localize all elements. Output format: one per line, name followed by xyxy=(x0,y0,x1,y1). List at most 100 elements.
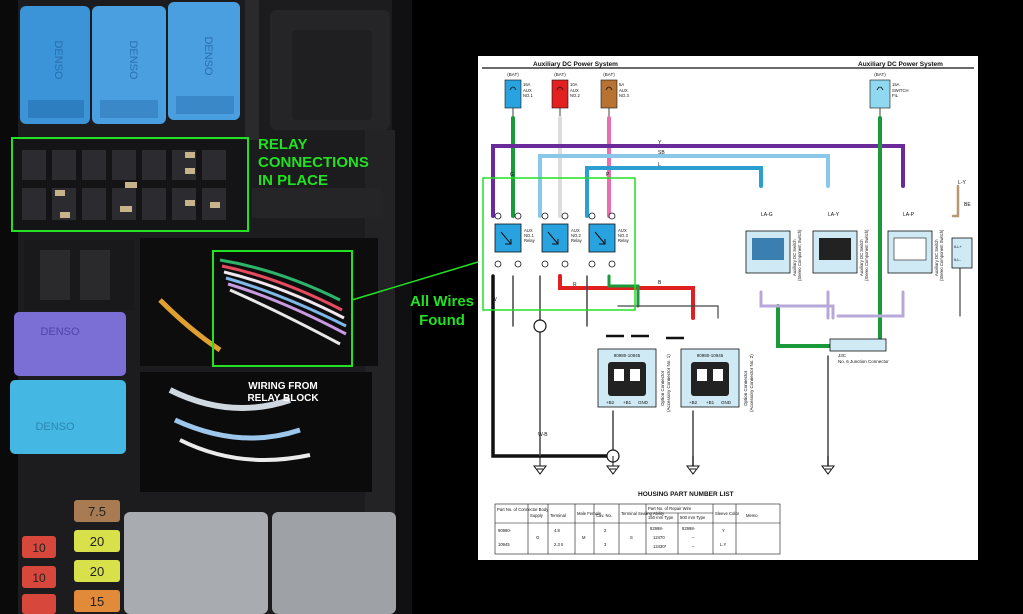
junction-label: No. 6 Junction Connector xyxy=(838,359,889,364)
relay-name: AUX xyxy=(524,228,533,233)
fuse-label: 15 xyxy=(90,594,104,609)
relay-name: NO.3 xyxy=(618,233,628,238)
connector-label: Option Connector xyxy=(743,370,748,406)
blue-relay-2: DENSO xyxy=(92,6,166,124)
table-cell: 10945 xyxy=(498,542,510,547)
wire-l xyxy=(585,166,763,218)
wire-code-label: Y xyxy=(658,140,662,146)
switch-label: Auxiliary DC Switch xyxy=(792,239,797,276)
fuse-name: AUX xyxy=(570,88,579,93)
fuse-row: 7.5 10 20 10 20 15 xyxy=(22,500,120,614)
switch-label: (Stereo Component Switch) xyxy=(939,229,944,281)
fuse-name: AUX xyxy=(619,88,628,93)
fuse-amp: 10A xyxy=(570,82,578,87)
relay-highlight-box xyxy=(482,177,636,311)
wire-code-label: SB xyxy=(658,150,665,156)
wire-code-label: R xyxy=(573,282,577,288)
ground-symbol xyxy=(821,456,835,475)
fuse-amp: 15A xyxy=(523,82,531,87)
table-cell: 12430* xyxy=(653,544,667,549)
fuse-name: NO.1 xyxy=(523,93,533,98)
relay-label: DENSO xyxy=(202,36,214,76)
wire-code-label: G xyxy=(510,172,514,178)
relay-label: DENSO xyxy=(40,326,80,338)
table-cell: 4.8 xyxy=(554,528,560,533)
relay-name: AUX xyxy=(571,228,580,233)
switch-2: Auxiliary DC Switch (Stereo Component Sw… xyxy=(812,229,869,281)
table-cell: 82998- xyxy=(682,526,696,531)
switch-label: (Stereo Component Switch) xyxy=(864,229,869,281)
relay-connections-label: RELAY CONNECTIONS IN PLACE xyxy=(258,136,369,189)
option-connector-1: 90980-10945 +B2 +B1 GND Option Connector… xyxy=(597,348,671,412)
fuse-label: 7.5 xyxy=(88,504,106,519)
wire-harness xyxy=(158,258,347,462)
table-header: Sleeve Color xyxy=(715,511,740,516)
wire-purple xyxy=(491,144,905,218)
table-header: Male Female xyxy=(577,511,602,516)
table-subheader: 150 mm Type xyxy=(648,515,674,520)
table-header: Terminal Sealing Ability xyxy=(621,511,665,516)
table-header: Part No. of Connector Body xyxy=(497,507,549,512)
wires-found-box xyxy=(212,250,353,367)
pin: GND xyxy=(638,400,649,405)
wiring-diagram: Auxiliary DC Power System Auxiliary DC P… xyxy=(478,56,978,560)
table-cell: L.Y xyxy=(720,542,726,547)
table-cell: 2.3 II xyxy=(554,542,563,547)
table-subheader: 500 mm Type xyxy=(680,515,706,520)
connector-code: 90980-10945 xyxy=(614,353,641,358)
relay-label: DENSO xyxy=(35,421,75,433)
fuse-label: 10 xyxy=(32,571,46,585)
blue-relay-1: DENSO xyxy=(20,6,90,124)
connector-label: Option Connector xyxy=(660,370,665,406)
connector-code: 90980-10945 xyxy=(697,353,724,358)
junction-id: J3C xyxy=(838,353,847,358)
switch-3: Auxiliary DC Switch (Stereo Component Sw… xyxy=(887,229,944,281)
pin: +B2 xyxy=(606,400,615,405)
fuse-label: 10 xyxy=(32,541,46,555)
option-connector-2: 90980-10945 +B2 +B1 GND Option Connector… xyxy=(680,348,754,412)
relay-name: AUX xyxy=(618,228,627,233)
wire-sb xyxy=(538,154,830,218)
purple-relay: DENSO xyxy=(14,312,126,376)
fuse-name: SWITCH xyxy=(892,88,909,93)
wire-code-label: L-Y xyxy=(958,180,966,186)
relay-label: DENSO xyxy=(127,40,139,80)
fuse-name: NO.2 xyxy=(570,93,580,98)
relay-name: Relay xyxy=(571,238,583,243)
table-header: Supply xyxy=(530,513,544,518)
table-cell: – xyxy=(692,544,695,549)
wire-lavender-2 xyxy=(836,290,905,318)
diagram-header-right: Auxiliary DC Power System xyxy=(858,61,943,68)
gray-relay-2 xyxy=(272,512,396,614)
ill-label: ILL+ xyxy=(954,244,963,249)
connector-label: (Accessory Connector No. 1) xyxy=(666,354,671,412)
connector-label: (Accessory Connector No. 2) xyxy=(749,354,754,412)
wire-be xyxy=(951,184,960,218)
fuse-name: AUX xyxy=(523,88,532,93)
wire-wb xyxy=(491,274,615,458)
table-header: Terminal xyxy=(550,513,566,518)
blue-relay-3: DENSO xyxy=(168,2,240,120)
table-cell: M xyxy=(582,535,586,540)
relay-name: Relay xyxy=(524,238,536,243)
fuse-bat-label: (BAT) xyxy=(603,72,615,77)
table-cell: 2 xyxy=(604,528,607,533)
wire-code-label: P xyxy=(606,172,610,178)
housing-part-table: HOUSING PART NUMBER LIST Part No. of Con… xyxy=(494,491,781,555)
wire-code-label: BE xyxy=(964,202,971,208)
pin: +B1 xyxy=(706,400,715,405)
diagram-header-left: Auxiliary DC Power System xyxy=(533,61,618,68)
pin: +B1 xyxy=(623,400,632,405)
pin: +B2 xyxy=(689,400,698,405)
fuse-box-photo: DENSO DENSO DENSO DENSO DENSO xyxy=(0,0,412,614)
wire-lavender-1 xyxy=(759,290,835,320)
wiring-from-relay-block-label: WIRING FROM RELAY BLOCK xyxy=(247,381,319,404)
fuse-name: FIL xyxy=(892,93,899,98)
table-cell: 12470 xyxy=(653,535,665,540)
ground-symbol xyxy=(606,456,620,475)
fuse-amp: 5A xyxy=(619,82,624,87)
